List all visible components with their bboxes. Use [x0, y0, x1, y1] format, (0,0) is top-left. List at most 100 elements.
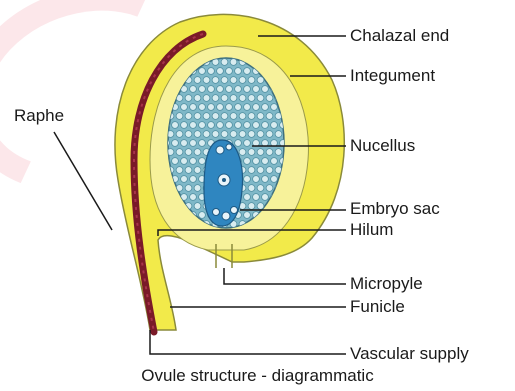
diagram-caption: Ovule structure - diagrammatic [0, 366, 515, 386]
label-vascular-supply: Vascular supply [350, 344, 469, 364]
nucellus-cell [194, 77, 201, 84]
nucellus-cell [221, 77, 228, 84]
nucellus-cell [248, 203, 255, 210]
nucellus-cell [226, 104, 233, 111]
label-raphe: Raphe [14, 106, 64, 126]
nucellus-cell [226, 86, 233, 93]
nucellus-cell [176, 131, 183, 138]
nucellus-cell [190, 158, 197, 165]
nucellus-cell [208, 86, 215, 93]
nucellus-cell [221, 113, 228, 120]
nucellus-cell [208, 122, 215, 129]
nucellus-cell [262, 158, 269, 165]
nucellus-cell [235, 104, 242, 111]
nucellus-cell [266, 185, 273, 192]
nucellus-cell [253, 176, 260, 183]
nucellus-cell [266, 95, 273, 102]
nucellus-cell [226, 68, 233, 75]
nucellus-cell [262, 104, 269, 111]
nucellus-cell [230, 131, 237, 138]
nucellus-cell [239, 113, 246, 120]
nucellus-cell [226, 122, 233, 129]
nucellus-cell [176, 149, 183, 156]
nucellus-cell [199, 86, 206, 93]
nucellus-cell [190, 86, 197, 93]
nucellus-cell [266, 113, 273, 120]
nucellus-cell [262, 86, 269, 93]
leader-raphe [54, 132, 112, 230]
nucellus-cell [199, 140, 206, 147]
nucellus-cell [190, 140, 197, 147]
nucellus-cell [212, 77, 219, 84]
nucellus-cell [248, 149, 255, 156]
nucellus-cell [253, 194, 260, 201]
nucellus-cell [172, 140, 179, 147]
nucellus-cell [181, 122, 188, 129]
label-chalazal-end: Chalazal end [350, 26, 449, 46]
nucellus-cell [203, 77, 210, 84]
nucellus-cell [230, 113, 237, 120]
nucellus-cell [212, 131, 219, 138]
nucellus-cell [235, 68, 242, 75]
nucellus-cell [199, 68, 206, 75]
nucellus-cell [235, 86, 242, 93]
nucellus-cell [185, 149, 192, 156]
nucellus-cell [248, 113, 255, 120]
leader-vascular-supply [150, 330, 346, 354]
nucellus-cell [194, 203, 201, 210]
label-embryo-sac: Embryo sac [350, 199, 440, 219]
nucellus-cell [194, 167, 201, 174]
nucellus-cell [194, 185, 201, 192]
nucellus-cell [221, 131, 228, 138]
nucellus-cell [253, 158, 260, 165]
nucellus-cell [176, 113, 183, 120]
nucellus-cell [185, 167, 192, 174]
nucellus-cell [257, 95, 264, 102]
nucellus-cell [203, 95, 210, 102]
nucellus-cell [181, 158, 188, 165]
nucellus-cell [172, 158, 179, 165]
nucellus-cell [248, 131, 255, 138]
nucellus-cell [253, 104, 260, 111]
nucellus-cell [208, 68, 215, 75]
nucellus-cell [217, 122, 224, 129]
nucellus-cell [275, 149, 282, 156]
nucellus-cell [212, 95, 219, 102]
nucellus-cell [185, 95, 192, 102]
nucellus-cell [199, 158, 206, 165]
nucellus-cell [190, 104, 197, 111]
nucellus-cell [194, 95, 201, 102]
nucellus-cell [217, 86, 224, 93]
nucellus-cell [266, 149, 273, 156]
nucellus-cell [262, 122, 269, 129]
nucellus-cell [253, 86, 260, 93]
nucellus-cell [244, 158, 251, 165]
nucellus-cell [217, 104, 224, 111]
leader-micropyle [224, 268, 346, 284]
nucellus-cell [257, 167, 264, 174]
nucellus-cell [176, 167, 183, 174]
nucellus-cell [203, 131, 210, 138]
nucellus-cell [257, 77, 264, 84]
nucellus-cell [239, 95, 246, 102]
nucellus-cell [248, 167, 255, 174]
nucellus-cell [239, 131, 246, 138]
nucellus-cell [253, 122, 260, 129]
nucellus-cell [266, 131, 273, 138]
nucellus-cell [248, 95, 255, 102]
label-nucellus: Nucellus [350, 136, 415, 156]
nucellus-cell [190, 122, 197, 129]
nucellus-cell [194, 113, 201, 120]
nucellus-cell [208, 104, 215, 111]
nucellus-cell [248, 77, 255, 84]
nucellus-cell [172, 122, 179, 129]
nucellus-cell [199, 104, 206, 111]
nucellus-cell [271, 176, 278, 183]
nucellus-cell [257, 203, 264, 210]
nucellus-cell [239, 149, 246, 156]
nucellus-cell [221, 95, 228, 102]
label-funicle: Funicle [350, 297, 405, 317]
nucellus-cell [244, 140, 251, 147]
nucellus-cell [257, 185, 264, 192]
